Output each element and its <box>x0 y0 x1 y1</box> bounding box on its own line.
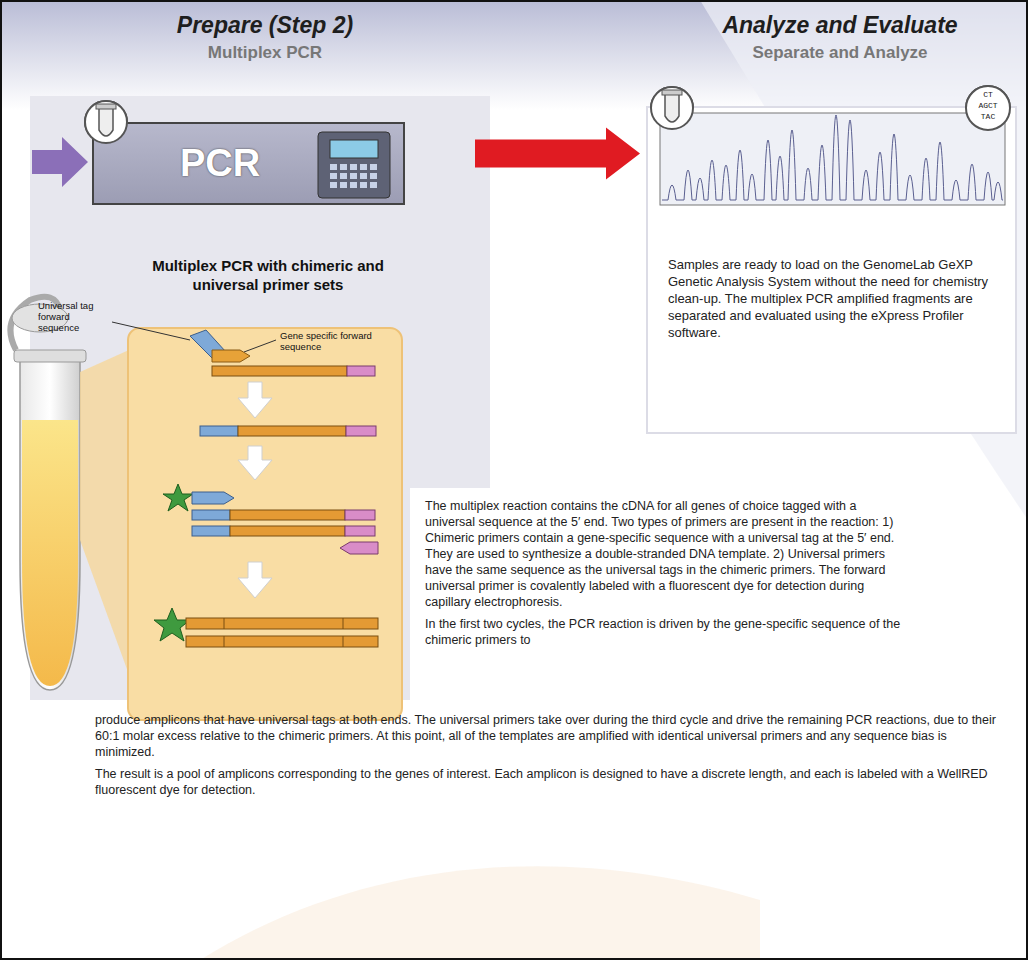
icon-letters: CT <box>972 90 1004 100</box>
keypad-key <box>330 173 337 179</box>
keypad-key <box>360 164 367 170</box>
arrow-shape <box>475 128 640 180</box>
icon-letters: TAC <box>972 112 1004 122</box>
keypad-key <box>370 164 377 170</box>
keypad-key <box>350 182 357 188</box>
keypad-key <box>330 182 337 188</box>
keypad-key <box>330 164 337 170</box>
keypad-key <box>340 182 347 188</box>
paragraph-text: produce amplicons that have universal ta… <box>95 712 1000 760</box>
keypad-key <box>350 164 357 170</box>
keypad-key <box>350 182 357 188</box>
keypad-key <box>330 182 337 188</box>
keypad-key <box>350 173 357 179</box>
thermal-cycler <box>318 132 390 198</box>
callout-label: Gene specific forward sequence <box>280 330 390 352</box>
icon-letters: AGCT <box>972 101 1004 111</box>
keypad-key <box>340 182 347 188</box>
keypad-key <box>350 164 357 170</box>
paragraph-text: In the first two cycles, the PCR reactio… <box>425 616 903 648</box>
node-text: PCR <box>180 142 260 185</box>
keypad-key <box>360 173 367 179</box>
keypad-key <box>340 173 347 179</box>
keypad-key <box>370 173 377 179</box>
keypad-key <box>360 182 367 188</box>
callout-label: Universal tag forward sequence <box>38 300 110 333</box>
keypad-key <box>360 173 367 179</box>
column-heading: Prepare (Step 2) <box>130 12 400 39</box>
keypad-key <box>360 182 367 188</box>
chromatogram-trace <box>662 115 1003 200</box>
keypad-key <box>370 164 377 170</box>
column-heading: Multiplex PCR <box>130 43 400 63</box>
column-heading: Analyze and Evaluate <box>690 12 990 39</box>
dna-icon <box>966 86 1010 130</box>
keypad-key <box>370 182 377 188</box>
keypad-key <box>330 164 337 170</box>
tube-icon <box>665 94 679 122</box>
chromatogram-frame <box>660 113 1005 205</box>
cycler-display <box>330 140 378 158</box>
paragraph-text: The result is a pool of amplicons corres… <box>95 766 1000 798</box>
keypad-key <box>330 173 337 179</box>
tube-icon <box>85 101 127 143</box>
tube-icon <box>99 108 113 136</box>
keypad-key <box>350 173 357 179</box>
text-block: produce amplicons that have universal ta… <box>95 712 1000 804</box>
tube-cap <box>662 90 682 95</box>
flow-arrow <box>405 128 640 180</box>
keypad-key <box>340 173 347 179</box>
keypad-key <box>370 182 377 188</box>
keypad-key <box>360 164 367 170</box>
tube-cap <box>96 104 116 109</box>
keypad-key <box>340 164 347 170</box>
paragraph-text: The multiplex reaction contains the cDNA… <box>425 498 903 610</box>
tube-icon <box>651 87 693 129</box>
node-text: Samples are ready to load on the GenomeL… <box>668 256 993 341</box>
keypad-key <box>340 164 347 170</box>
column-heading: Separate and Analyze <box>690 43 990 63</box>
panel-heading: Multiplex PCR with chimeric and universa… <box>148 256 388 294</box>
keypad-key <box>370 173 377 179</box>
text-block: The multiplex reaction contains the cDNA… <box>425 498 903 654</box>
